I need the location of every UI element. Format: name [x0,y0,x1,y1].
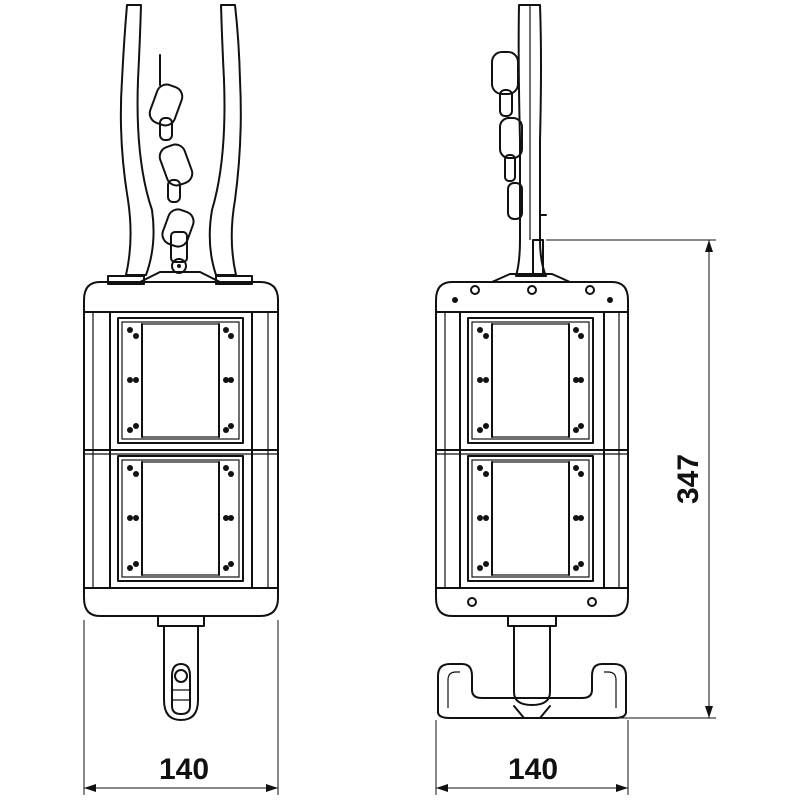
side-view: 347 140 [435,4,716,795]
front-housing [83,281,279,617]
side-bottom-hook [437,615,627,719]
side-height-label: 347 [672,454,705,504]
front-width-dimension: 140 [83,620,279,795]
front-strap-right [208,4,242,276]
side-width-dimension: 140 [435,720,629,795]
side-chain [491,51,523,220]
side-width-label: 140 [508,753,558,786]
front-width-label: 140 [159,753,209,786]
side-housing [435,281,629,617]
front-strap-left [119,4,155,276]
front-bottom-plug [157,615,205,721]
front-chain [148,54,195,274]
side-strap [515,4,547,277]
front-view: 140 [83,4,279,795]
side-height-dimension: 347 [546,239,716,719]
